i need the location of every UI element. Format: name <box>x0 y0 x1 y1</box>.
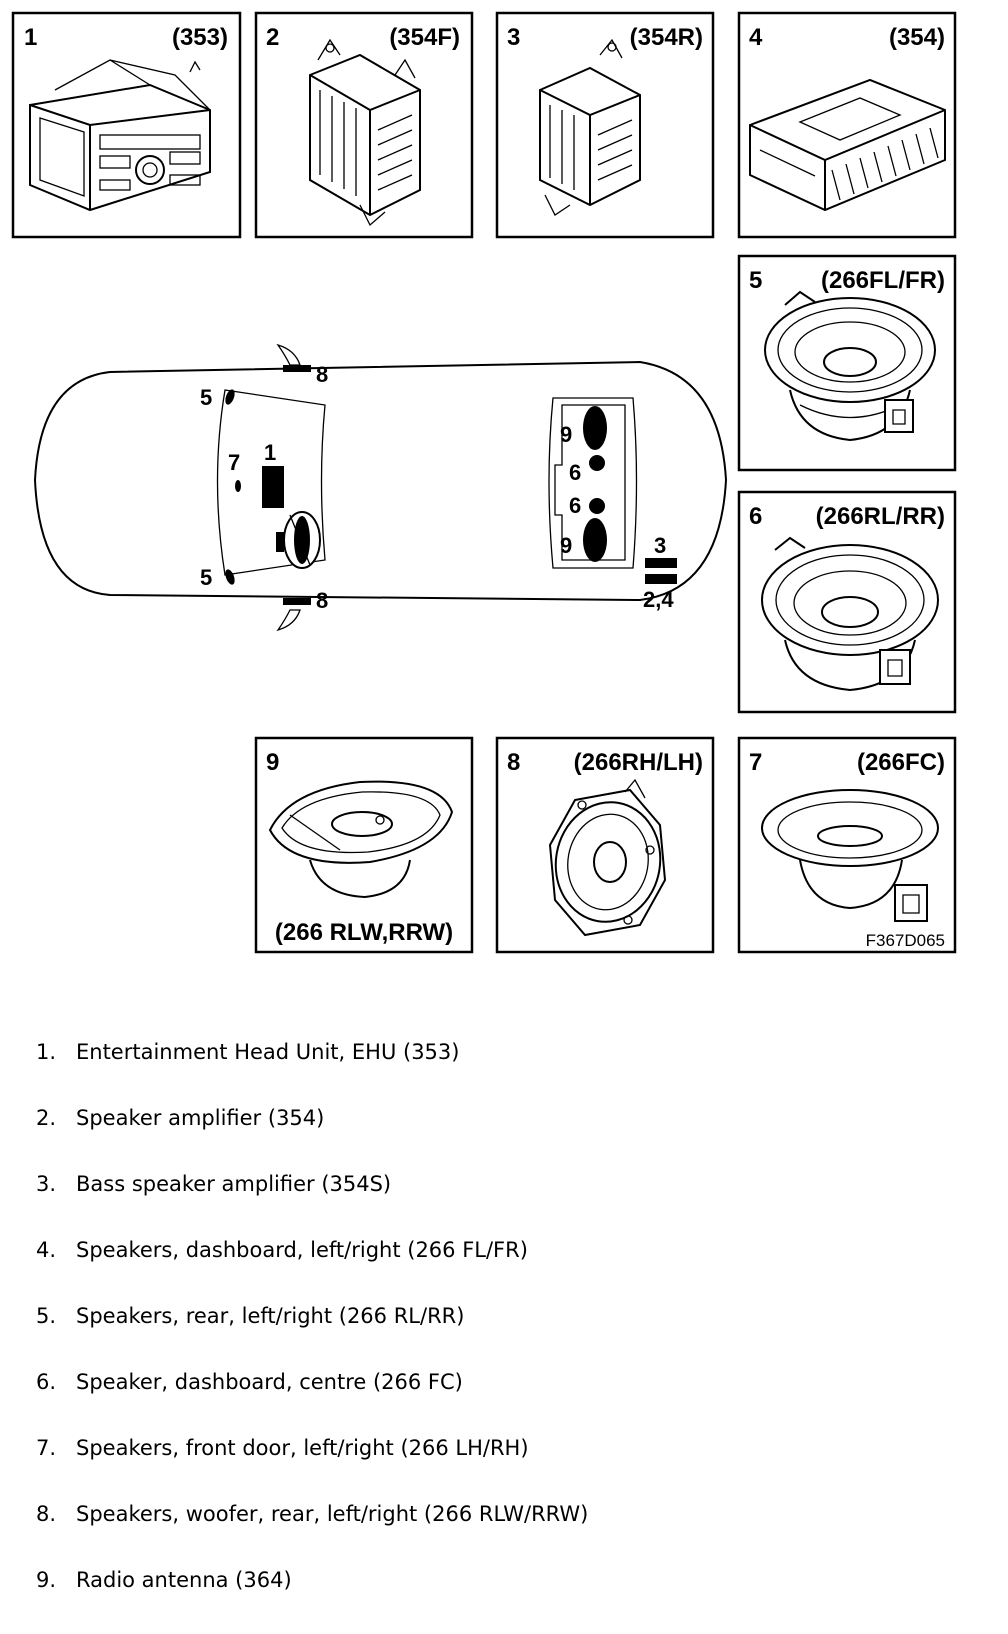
amplifier-mark-3 <box>645 558 677 568</box>
legend-item: 2.Speaker amplifier (354) <box>36 1106 325 1130</box>
speaker-mark-9-bottom <box>583 518 607 562</box>
steering-wheel-icon <box>276 511 321 569</box>
legend-item: 3.Bass speaker amplifier (354S) <box>36 1172 392 1196</box>
callout-5-top: 5 <box>200 385 212 410</box>
panel-number: 4 <box>749 24 763 51</box>
legend-item: 7.Speakers, front door, left/right (266 … <box>36 1436 529 1460</box>
head-unit-mark <box>262 466 284 508</box>
legend-list: 1.Entertainment Head Unit, EHU (353) 2.S… <box>36 1040 588 1634</box>
round-speaker-icon <box>764 290 936 442</box>
speaker-mark-9-top <box>583 406 607 450</box>
speaker-mark-6-bottom <box>589 498 605 514</box>
callout-9-top: 9 <box>560 422 572 447</box>
panel-code: (266RH/LH) <box>574 749 703 776</box>
legend-item: 8.Speakers, woofer, rear, left/right (26… <box>36 1502 589 1526</box>
panel-number: 2 <box>266 24 279 51</box>
panel-code: (266FC) <box>857 749 945 776</box>
panel-code: (266FL/FR) <box>821 267 945 294</box>
panel-speaker-8: 8 (266RH/LH) <box>495 736 715 954</box>
callout-5-bottom: 5 <box>200 565 212 590</box>
panel-number: 1 <box>24 24 37 51</box>
round-speaker-icon <box>761 536 939 692</box>
panel-woofer-9: 9 (266 RLW,RRW) <box>254 736 474 954</box>
panel-code: (266 RLW,RRW) <box>275 919 453 946</box>
callout-7: 7 <box>228 450 240 475</box>
round-speaker-icon <box>761 789 939 922</box>
panel-amplifier-rear: 3 (354R) <box>495 11 715 239</box>
panel-code: (354R) <box>630 24 703 51</box>
component-diagram: 1 (353) 2 (354F) <box>11 11 957 954</box>
panel-speaker-7: 7 (266FC) F367D065 <box>737 736 957 954</box>
door-speaker-icon <box>548 778 667 937</box>
panel-number: 9 <box>266 749 279 776</box>
woofer-mark-top <box>283 365 311 372</box>
panel-speaker-6: 6 (266RL/RR) <box>737 490 957 714</box>
oval-speaker-icon <box>268 780 454 899</box>
speaker-mark-7 <box>235 480 241 492</box>
woofer-mark-bottom <box>283 598 311 605</box>
panel-code: (354) <box>889 24 945 51</box>
legend-item: 9.Radio antenna (364) <box>36 1568 292 1592</box>
callout-3: 3 <box>654 533 666 558</box>
speaker-mark-5-bottom <box>225 569 235 585</box>
panel-number: 8 <box>507 749 520 776</box>
legend-item: 6.Speaker, dashboard, centre (266 FC) <box>36 1370 463 1394</box>
callout-8-bottom: 8 <box>316 588 328 613</box>
panel-control-module: 4 (354) <box>737 11 957 239</box>
bass-amplifier-icon <box>539 38 641 216</box>
figure-id: F367D065 <box>866 931 945 950</box>
callout-6-bottom: 6 <box>569 493 581 518</box>
legend-item: 1.Entertainment Head Unit, EHU (353) <box>36 1040 460 1064</box>
callout-2-4: 2,4 <box>643 587 674 612</box>
panel-code: (354F) <box>389 24 460 51</box>
amplifier-icon <box>309 38 421 227</box>
panel-head-unit: 1 (353) <box>11 11 242 239</box>
panel-number: 7 <box>749 749 762 776</box>
panel-number: 5 <box>749 267 762 294</box>
panel-number: 6 <box>749 503 762 530</box>
head-unit-icon <box>29 59 211 212</box>
car-top-view: 8 5 1 7 5 8 9 6 6 9 3 2,4 <box>33 343 728 632</box>
panel-speaker-5: 5 (266FL/FR) <box>737 254 957 472</box>
callout-1: 1 <box>264 440 276 465</box>
callout-6-top: 6 <box>569 460 581 485</box>
legend-item: 4.Speakers, dashboard, left/right (266 F… <box>36 1238 528 1262</box>
callout-8-top: 8 <box>316 362 328 387</box>
legend-item: 5.Speakers, rear, left/right (266 RL/RR) <box>36 1304 465 1328</box>
module-icon <box>749 78 946 212</box>
amplifier-mark-2-4 <box>645 574 677 584</box>
callout-9-bottom: 9 <box>560 533 572 558</box>
panel-code: (266RL/RR) <box>816 503 945 530</box>
speaker-mark-6-top <box>589 455 605 471</box>
panel-number: 3 <box>507 24 520 51</box>
panel-amplifier-front: 2 (354F) <box>254 11 474 239</box>
speaker-mark-5-top <box>225 389 235 405</box>
panel-code: (353) <box>172 24 228 51</box>
